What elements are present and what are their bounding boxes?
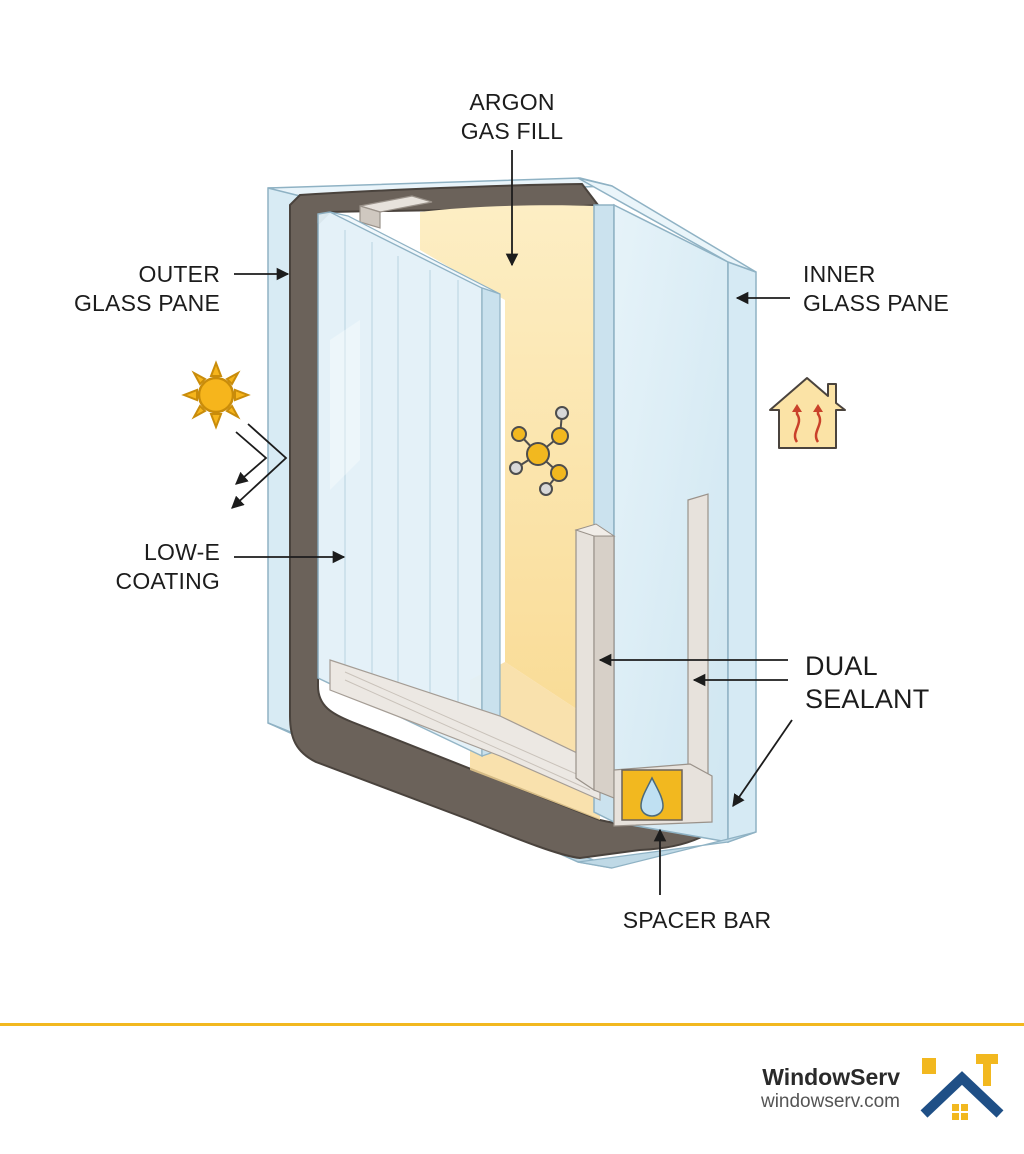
spacer-top: [359, 195, 433, 229]
label-dual-2: SEALANT: [805, 684, 929, 714]
label-argon-1: ARGON: [469, 89, 554, 115]
brand-name: WindowServ: [762, 1064, 900, 1090]
label-argon-2: GAS FILL: [461, 118, 564, 144]
label-outer-2: GLASS PANE: [74, 290, 220, 316]
leader-lines: [234, 150, 793, 895]
brand-logo-icon[interactable]: [918, 1050, 1008, 1130]
spacer-bar: [613, 763, 713, 827]
labels: ARGON GAS FILL OUTER GLASS PANE INNER GL…: [74, 89, 949, 933]
warm-house-icon: [769, 377, 846, 449]
spacer-bottom-tray: [329, 659, 601, 801]
label-lowe-2: COATING: [116, 568, 220, 594]
dual-sealant-strips: [574, 493, 709, 799]
label-inner-1: INNER: [803, 261, 876, 287]
sealant-channel: [289, 182, 730, 860]
sun-icon: [181, 360, 251, 430]
solar-reflection-arrows: [231, 423, 288, 509]
label-inner-2: GLASS PANE: [803, 290, 949, 316]
label-dual-1: DUAL: [805, 651, 878, 681]
footer-divider: [0, 1023, 1024, 1026]
label-spacer: SPACER BAR: [623, 907, 772, 933]
water-drop-icon: [640, 776, 664, 817]
dual-sealant-leader-3: [732, 719, 793, 808]
window-cross-section-diagram: ARGON GAS FILL OUTER GLASS PANE INNER GL…: [74, 89, 949, 933]
low-e-coated-pane: [317, 211, 501, 758]
molecule-icon: [509, 406, 569, 496]
label-lowe-1: LOW-E: [144, 539, 220, 565]
label-outer-1: OUTER: [139, 261, 221, 287]
brand-url: windowserv.com: [760, 1091, 900, 1112]
